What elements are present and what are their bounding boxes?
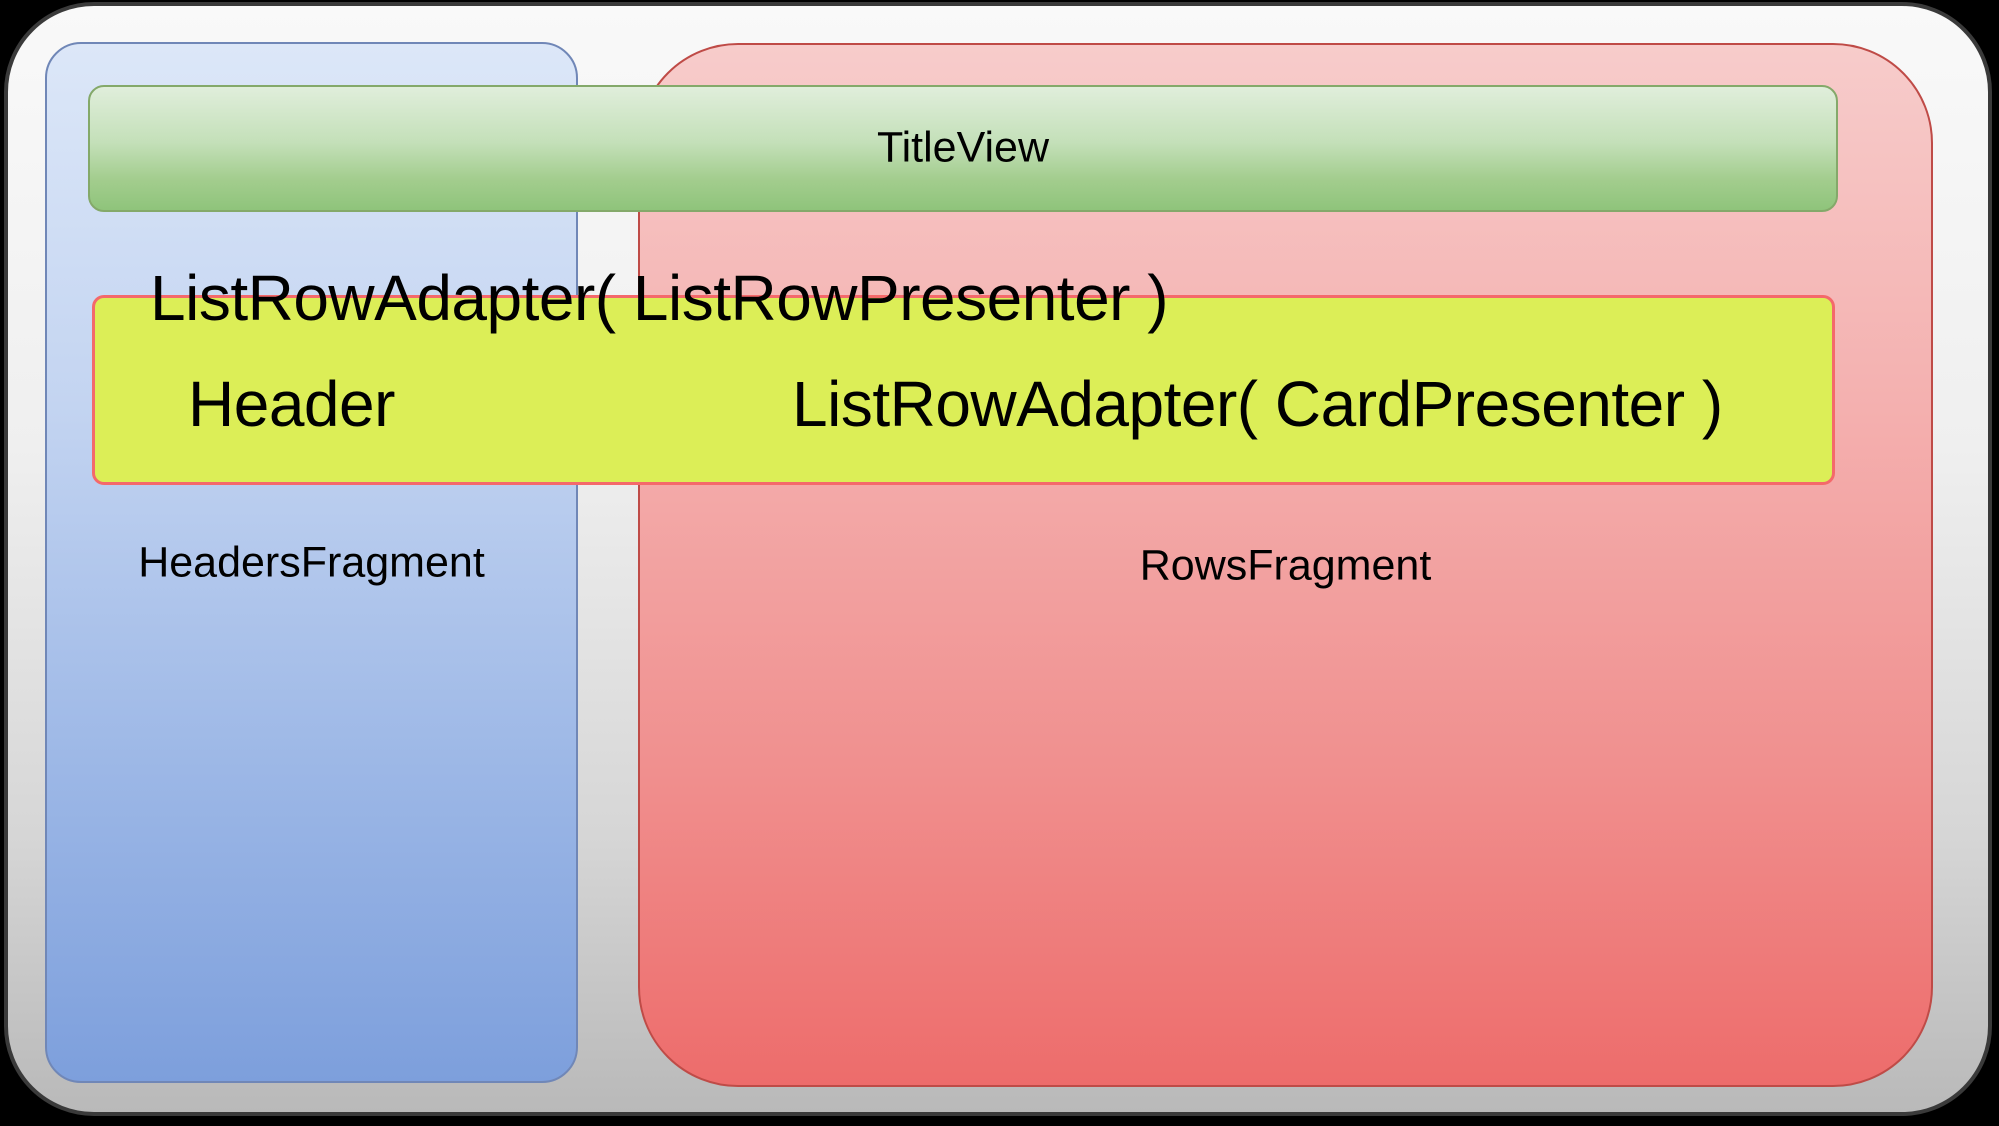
title-view-label: TitleView	[876, 123, 1050, 172]
header-label: Header	[188, 368, 395, 440]
card-presenter-adapter-label: ListRowAdapter( CardPresenter )	[792, 368, 1723, 440]
headers-fragment-panel	[45, 42, 578, 1083]
rows-fragment-panel	[638, 43, 1933, 1087]
list-row-presenter-adapter-label: ListRowAdapter( ListRowPresenter )	[150, 262, 1169, 334]
rows-fragment-label: RowsFragment	[1139, 541, 1432, 590]
headers-fragment-label: HeadersFragment	[138, 538, 485, 587]
title-view-bar: TitleView	[88, 85, 1838, 212]
list-row-adapter-bar	[92, 295, 1835, 485]
